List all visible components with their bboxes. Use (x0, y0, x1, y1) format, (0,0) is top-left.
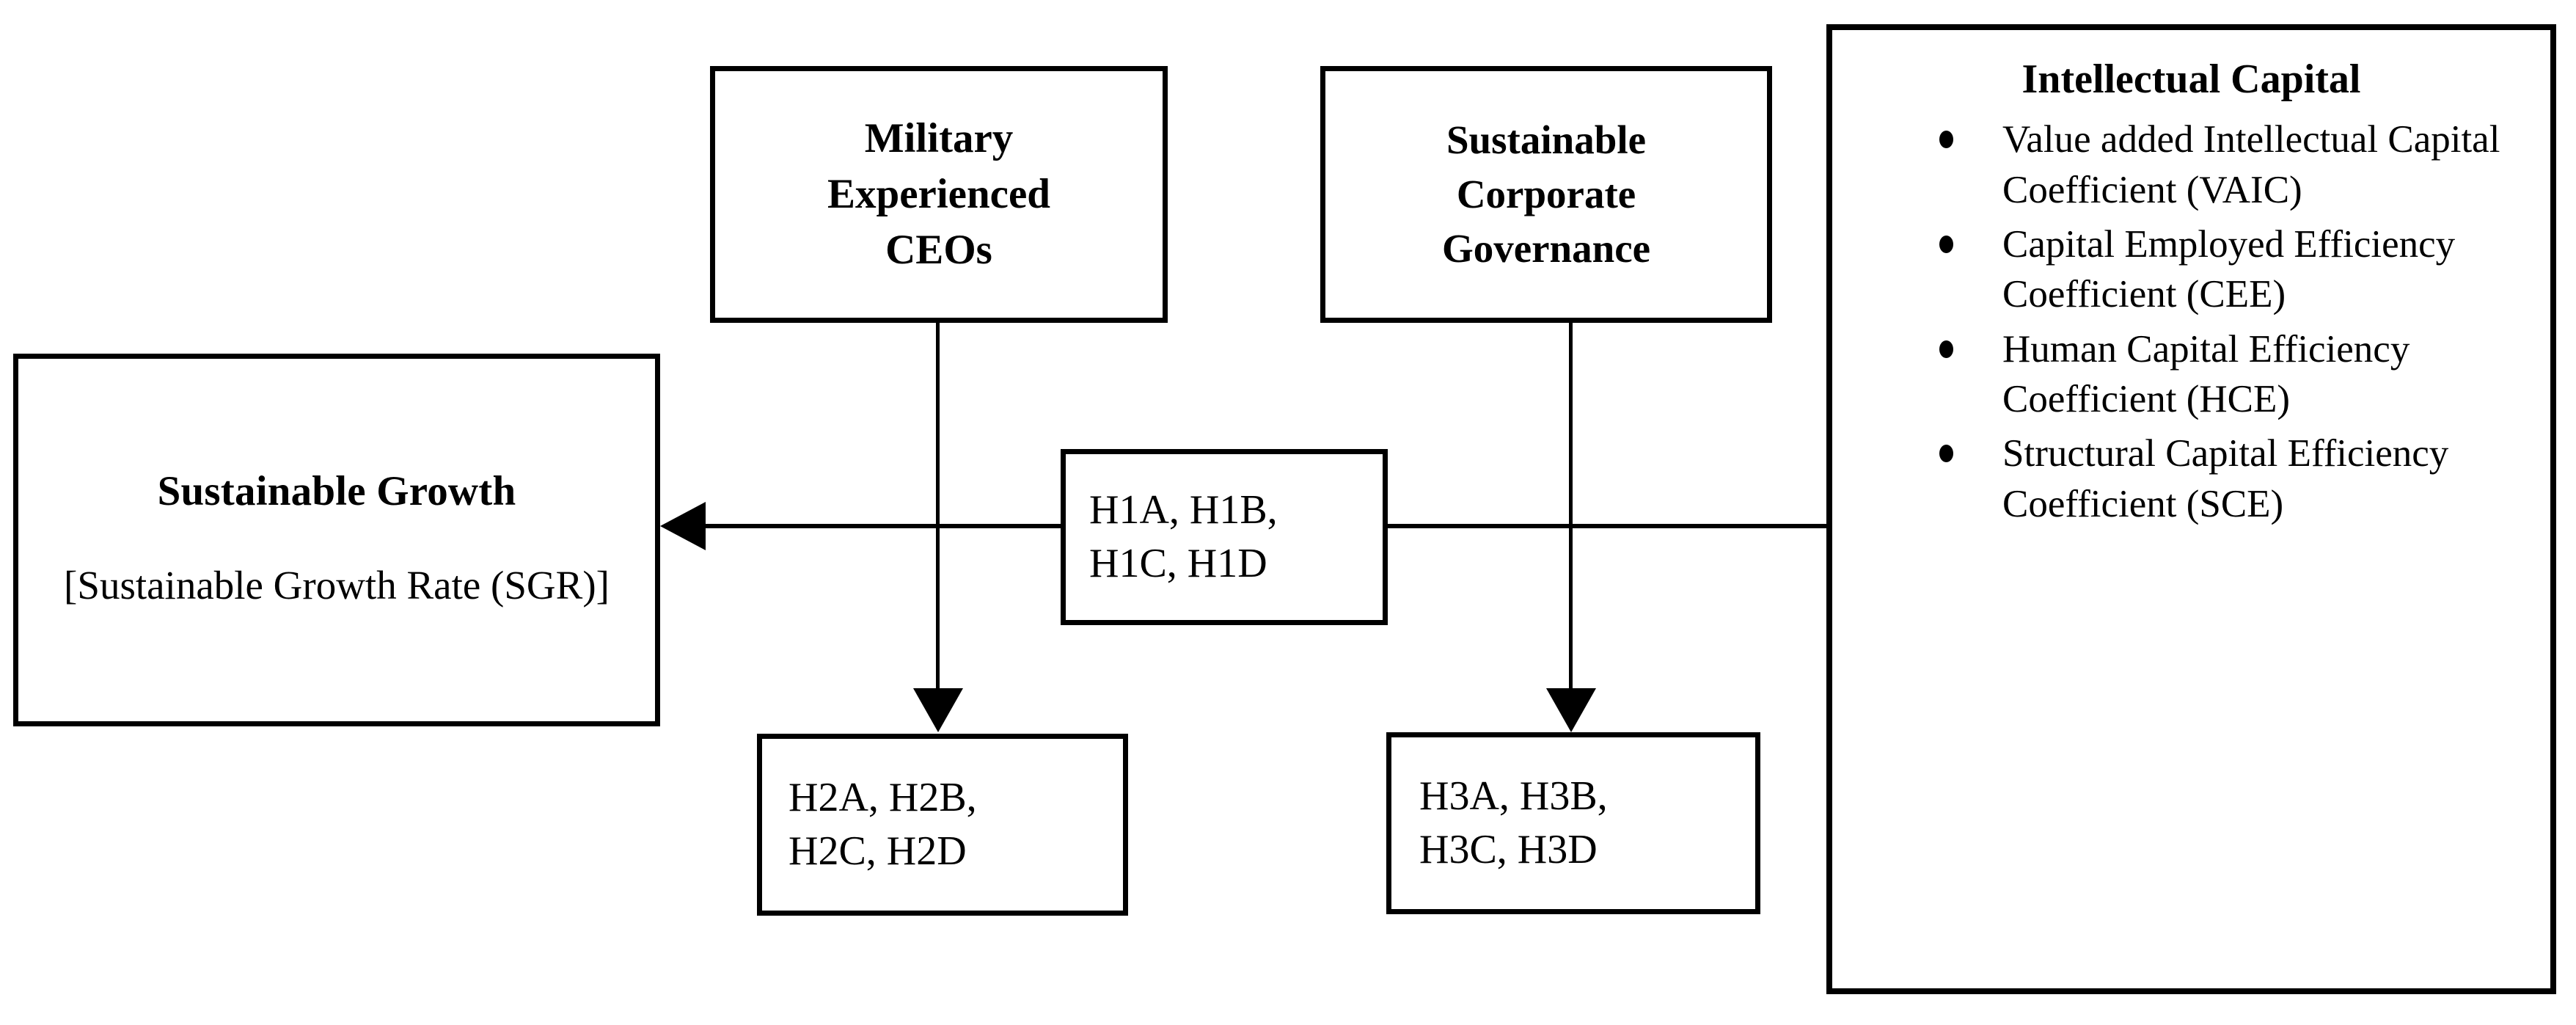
bullet-icon (1939, 235, 1953, 253)
arrowhead-down-to-h2 (913, 688, 963, 732)
arrowhead-down-to-h3 (1546, 688, 1596, 732)
h2-line-1: H2A, H2B, (788, 775, 977, 821)
military-ceos-line-3: CEOs (885, 226, 992, 273)
h3-line-2: H3C, H3D (1419, 827, 1598, 872)
intellectual-capital-item-label: Capital Employed Efficiency Coefficient … (2002, 222, 2456, 316)
military-ceos-line-2: Experienced (827, 171, 1050, 218)
intellectual-capital-item-label: Value added Intellectual Capital Coeffic… (2002, 118, 2500, 211)
arrowhead-left-to-sustainable-growth (660, 502, 706, 550)
bullet-icon (1939, 445, 1953, 463)
intellectual-capital-item-label: Human Capital Efficiency Coefficient (HC… (2002, 327, 2410, 420)
list-item: Capital Employed Efficiency Coefficient … (1939, 219, 2531, 320)
hypothesis-box-h2: H2A, H2B, H2C, H2D (757, 734, 1128, 916)
sustainable-governance-line-1: Sustainable (1446, 117, 1647, 163)
node-military-experienced-ceos: Military Experienced CEOs (710, 66, 1168, 323)
intellectual-capital-title: Intellectual Capital (2021, 56, 2361, 102)
connector-governance-to-h3 (1569, 323, 1573, 704)
sustainable-governance-line-3: Governance (1441, 225, 1651, 271)
hypothesis-box-h3: H3A, H3B, H3C, H3D (1386, 732, 1760, 914)
node-intellectual-capital: Intellectual Capital Value added Intelle… (1826, 24, 2556, 994)
hypothesis-box-h1: H1A, H1B, H1C, H1D (1061, 449, 1388, 625)
sustainable-growth-measure: [Sustainable Growth Rate (SGR)] (64, 563, 610, 608)
node-sustainable-corporate-governance: Sustainable Corporate Governance (1320, 66, 1772, 323)
h2-line-2: H2C, H2D (788, 828, 967, 874)
intellectual-capital-item-label: Structural Capital Efficiency Coefficien… (2002, 432, 2449, 525)
sustainable-growth-title: Sustainable Growth (157, 468, 516, 515)
node-sustainable-growth: Sustainable Growth [Sustainable Growth R… (13, 354, 660, 726)
list-item: Value added Intellectual Capital Coeffic… (1939, 114, 2531, 215)
connector-military-ceos-to-h2 (936, 323, 940, 704)
list-item: Structural Capital Efficiency Coefficien… (1939, 428, 2531, 529)
bullet-icon (1939, 131, 1953, 149)
list-item: Human Capital Efficiency Coefficient (HC… (1939, 324, 2531, 425)
intellectual-capital-list: Value added Intellectual Capital Coeffic… (1851, 114, 2531, 529)
military-ceos-line-1: Military (864, 115, 1014, 162)
bullet-icon (1939, 340, 1953, 358)
h1-line-2: H1C, H1D (1089, 541, 1267, 586)
sustainable-governance-line-2: Corporate (1456, 172, 1636, 217)
h3-line-1: H3A, H3B, (1419, 773, 1608, 820)
h1-line-1: H1A, H1B, (1089, 487, 1278, 533)
